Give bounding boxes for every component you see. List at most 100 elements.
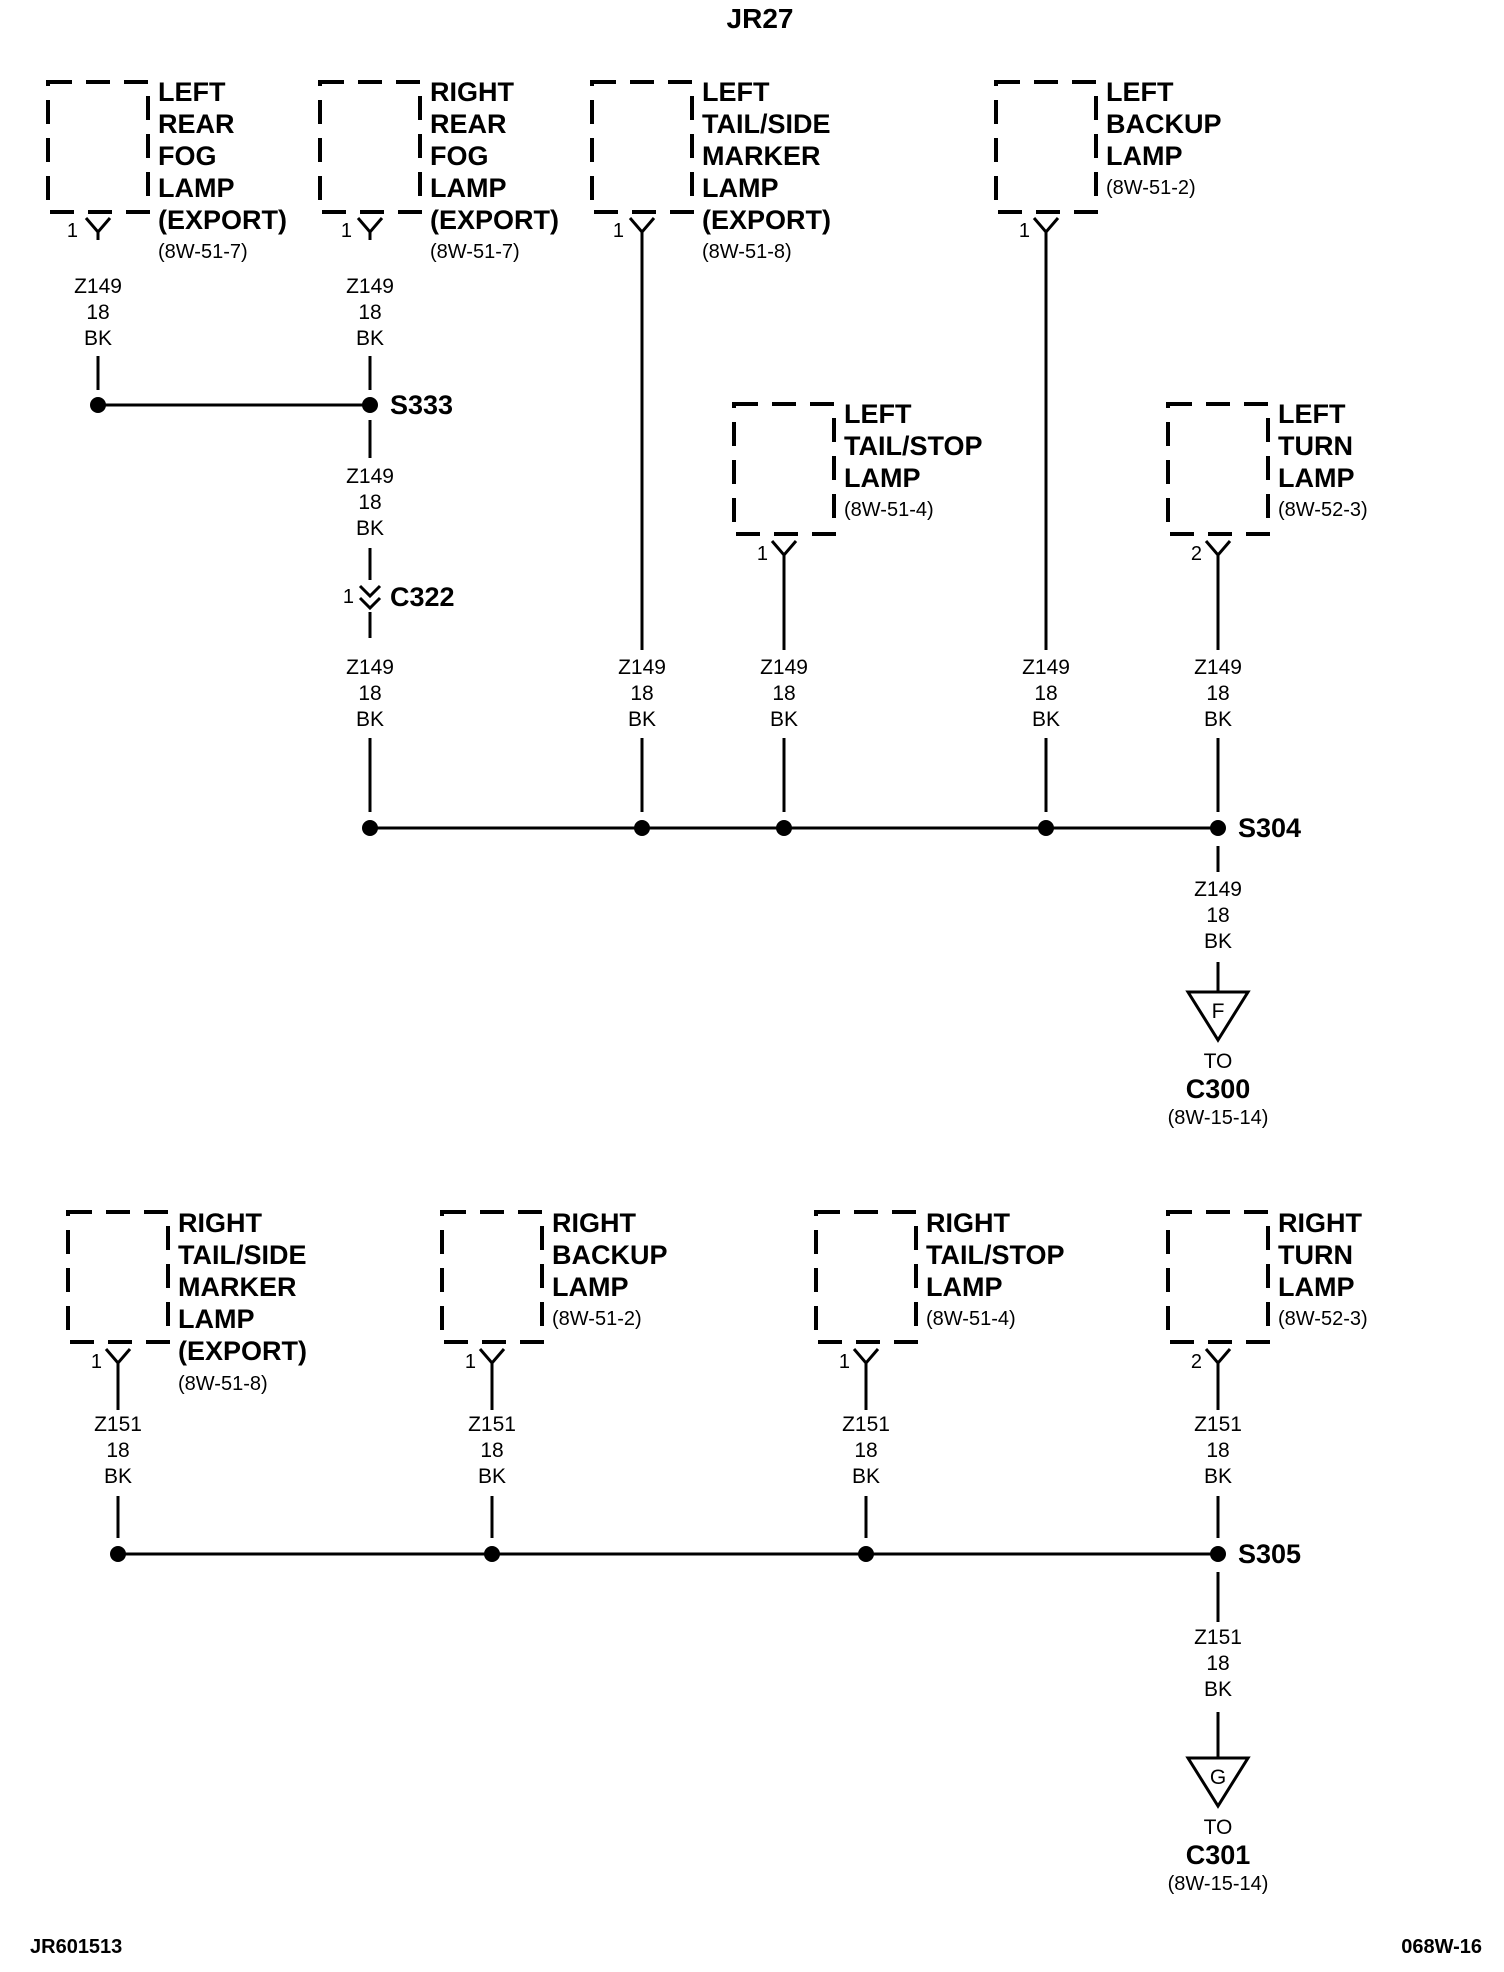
destination-c300: F TO C300 (8W-15-14) xyxy=(1168,990,1268,1129)
splice-label-s305: S305 xyxy=(1238,1539,1301,1569)
wire-code: Z149 xyxy=(346,465,394,488)
component-box xyxy=(440,1210,544,1344)
pin-terminal-icon xyxy=(1032,217,1060,235)
component-box xyxy=(46,80,150,214)
pin-terminal-icon xyxy=(356,217,384,235)
wire-code: Z151 xyxy=(468,1413,516,1436)
component-ref: (8W-52-3) xyxy=(1278,499,1368,521)
component-label: MARKER xyxy=(702,141,821,171)
pin-terminal-icon xyxy=(1204,1348,1232,1366)
connector-c322: 1 C322 xyxy=(343,582,455,612)
wire-code: Z149 xyxy=(346,656,394,679)
component-label: BACKUP xyxy=(1106,109,1222,139)
pin-number: 1 xyxy=(465,1351,476,1373)
pin-terminal-icon xyxy=(104,1348,132,1366)
component-label: RIGHT xyxy=(1278,1208,1363,1238)
component-box xyxy=(732,402,836,536)
splice-dot xyxy=(1210,820,1226,836)
component-right-tail-side-marker-lamp: RIGHT TAIL/SIDE MARKER LAMP (EXPORT) (8W… xyxy=(66,1208,307,1395)
wire-code: Z151 xyxy=(1194,1626,1242,1649)
wire-gauge: 18 xyxy=(106,1439,129,1462)
footer-right-code: 068W-16 xyxy=(1401,1936,1482,1958)
component-label: TURN xyxy=(1278,431,1353,461)
component-label: LAMP xyxy=(158,173,235,203)
component-label: FOG xyxy=(430,141,489,171)
splice-dot xyxy=(1038,820,1054,836)
pin-terminals xyxy=(84,217,1232,1366)
wire-gauge: 18 xyxy=(1206,1652,1229,1675)
splice-dot xyxy=(634,820,650,836)
splice-dot xyxy=(90,397,106,413)
component-ref: (8W-51-2) xyxy=(1106,177,1196,199)
component-label: LEFT xyxy=(844,399,912,429)
wire-gauge: 18 xyxy=(630,682,653,705)
component-label: LEFT xyxy=(158,77,226,107)
wire-gauge: 18 xyxy=(358,682,381,705)
component-ref: (8W-51-7) xyxy=(158,241,248,263)
splice-dot xyxy=(484,1546,500,1562)
component-ref: (8W-51-2) xyxy=(552,1308,642,1330)
wire-gauge: 18 xyxy=(86,301,109,324)
pin-terminal-icon xyxy=(852,1348,880,1366)
pin-number: 1 xyxy=(613,220,624,242)
component-label: FOG xyxy=(158,141,217,171)
component-label: (EXPORT) xyxy=(430,205,559,235)
wire-labels-z149: Z149 18 BK Z149 18 BK Z149 18 BK Z149 18… xyxy=(74,275,1242,953)
component-ref: (8W-51-7) xyxy=(430,241,520,263)
component-label: LAMP xyxy=(178,1304,255,1334)
component-label: BACKUP xyxy=(552,1240,668,1270)
wire-gauge: 18 xyxy=(358,301,381,324)
destination-ref: (8W-15-14) xyxy=(1168,1873,1269,1895)
wire-code: Z149 xyxy=(1194,878,1242,901)
wire-gauge: 18 xyxy=(1206,904,1229,927)
pin-terminal-icon xyxy=(628,217,656,235)
destination-letter: F xyxy=(1212,1000,1225,1023)
wire-code: Z149 xyxy=(618,656,666,679)
wire-color: BK xyxy=(1204,1465,1232,1488)
component-right-rear-fog-lamp: RIGHT REAR FOG LAMP (EXPORT) (8W-51-7) 1 xyxy=(318,77,559,263)
destination-c301: G TO C301 (8W-15-14) xyxy=(1168,1756,1269,1895)
components: LEFT REAR FOG LAMP (EXPORT) (8W-51-7) 1 … xyxy=(46,77,1368,1395)
wire-code: Z149 xyxy=(760,656,808,679)
pin-number: 1 xyxy=(757,543,768,565)
pin-number: 2 xyxy=(1191,543,1202,565)
wire-labels-z151: Z151 18 BK Z151 18 BK Z151 18 BK Z151 18… xyxy=(94,1413,1242,1701)
component-label: LAMP xyxy=(1278,1272,1355,1302)
pin-terminal-icon xyxy=(770,540,798,558)
component-label: LEFT xyxy=(702,77,770,107)
component-ref: (8W-51-8) xyxy=(178,1373,268,1395)
component-label: LAMP xyxy=(552,1272,629,1302)
wire-color: BK xyxy=(84,327,112,350)
component-label: LAMP xyxy=(844,463,921,493)
component-box xyxy=(1166,1210,1270,1344)
wire-color: BK xyxy=(1204,708,1232,731)
wire-gauge: 18 xyxy=(358,491,381,514)
component-label: (EXPORT) xyxy=(158,205,287,235)
wire-code: Z151 xyxy=(94,1413,142,1436)
component-label: REAR xyxy=(158,109,235,139)
connector-triangle-icon xyxy=(1185,1756,1251,1809)
component-label: LAMP xyxy=(926,1272,1003,1302)
wire-gauge: 18 xyxy=(854,1439,877,1462)
component-box xyxy=(318,80,422,214)
pin-number: 2 xyxy=(1191,1351,1202,1373)
connector-triangle-icon xyxy=(1185,990,1251,1043)
component-label: (EXPORT) xyxy=(702,205,831,235)
wire-color: BK xyxy=(1032,708,1060,731)
connector-chevron-icon xyxy=(358,596,382,611)
component-box xyxy=(814,1210,918,1344)
component-right-backup-lamp: RIGHT BACKUP LAMP (8W-51-2) 1 xyxy=(440,1208,668,1373)
component-label: LAMP xyxy=(430,173,507,203)
component-label: REAR xyxy=(430,109,507,139)
destination-to: TO xyxy=(1204,1050,1233,1073)
destination-name: C300 xyxy=(1186,1074,1251,1104)
wire-color: BK xyxy=(628,708,656,731)
wire-code: Z149 xyxy=(1022,656,1070,679)
wire-color: BK xyxy=(1204,1678,1232,1701)
wire-code: Z151 xyxy=(842,1413,890,1436)
component-label: LEFT xyxy=(1106,77,1174,107)
wire-color: BK xyxy=(104,1465,132,1488)
component-left-tail-side-marker-lamp: LEFT TAIL/SIDE MARKER LAMP (EXPORT) (8W-… xyxy=(590,77,831,263)
splice-dot xyxy=(362,820,378,836)
